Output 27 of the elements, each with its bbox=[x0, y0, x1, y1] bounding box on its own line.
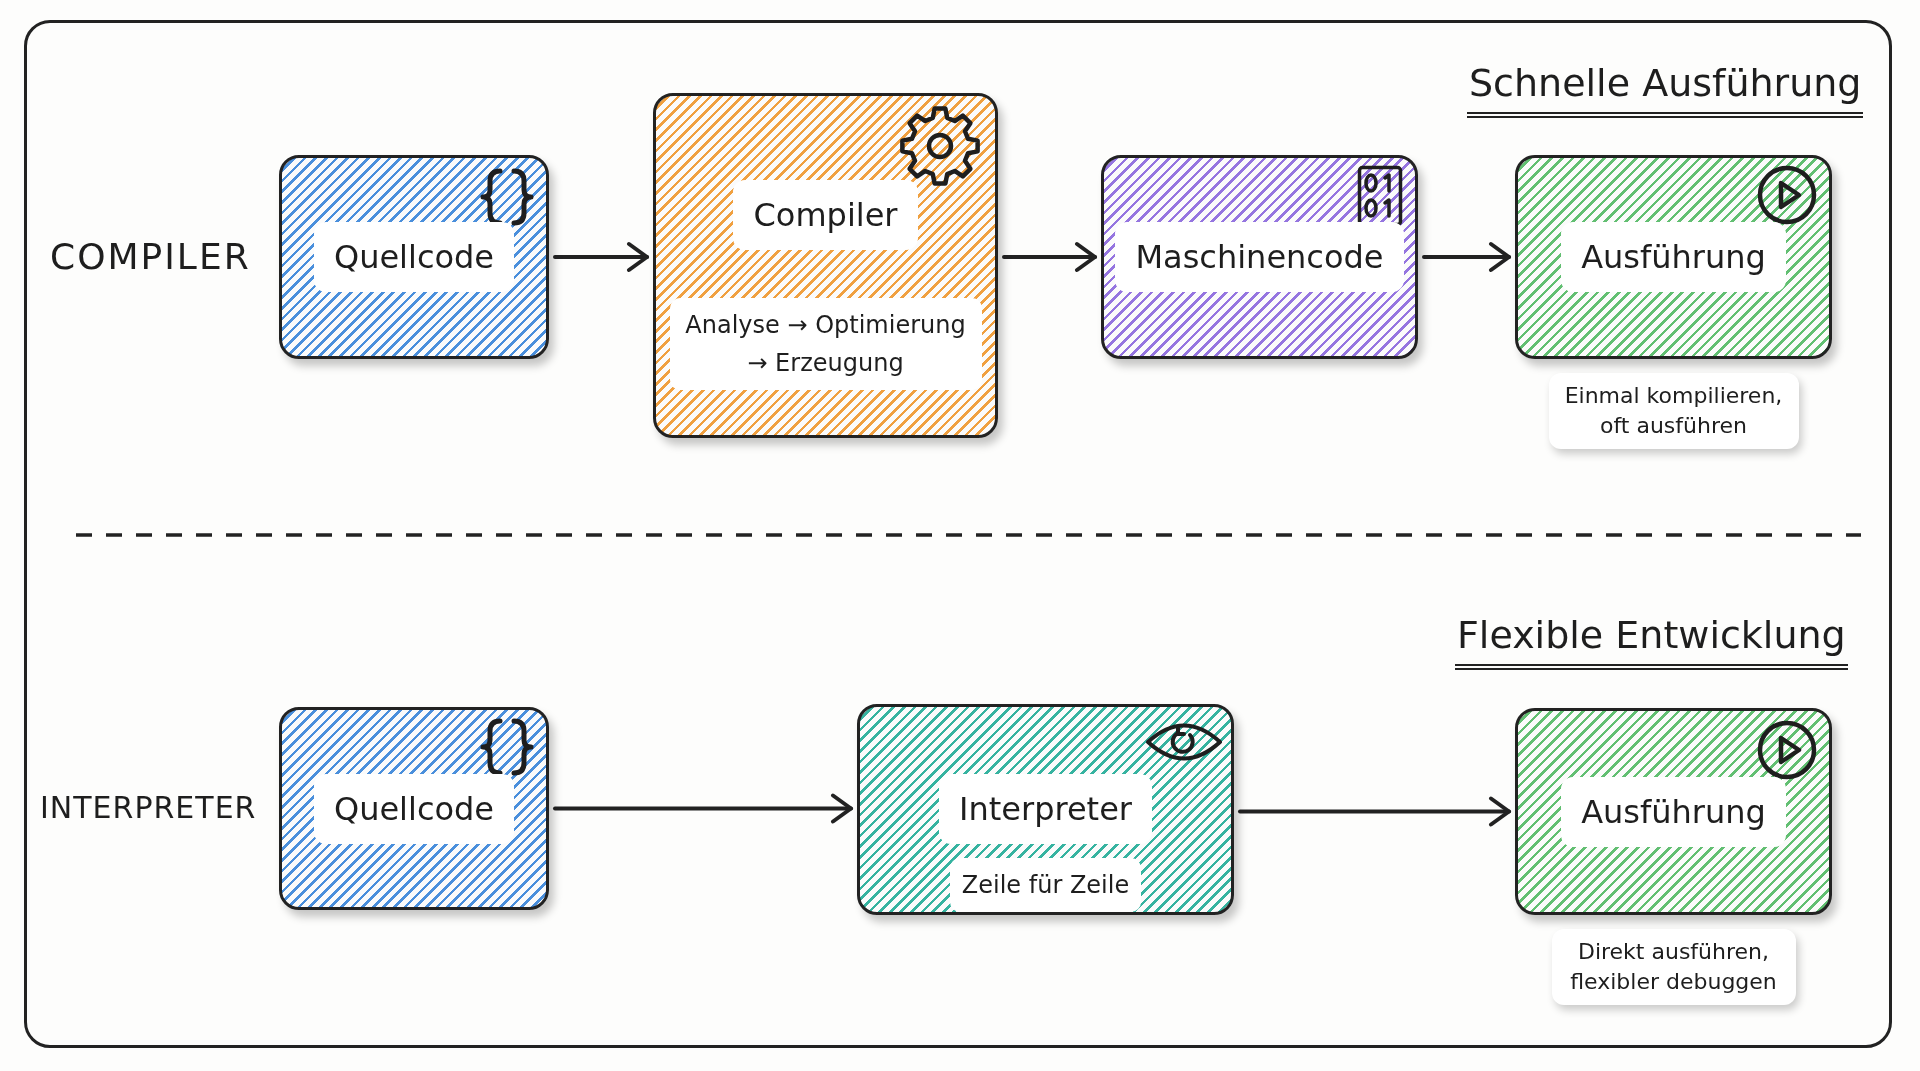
arrow bbox=[1002, 242, 1097, 272]
process-box bbox=[279, 155, 549, 359]
process-box bbox=[1515, 708, 1832, 915]
process-box bbox=[857, 704, 1234, 915]
process-box bbox=[1515, 155, 1832, 359]
node-subtitle: Zeile für Zeile bbox=[949, 858, 1142, 912]
node-title: Ausführung bbox=[1561, 222, 1786, 292]
caption-note: Direkt ausführen, flexibler debuggen bbox=[1551, 929, 1796, 1005]
process-box bbox=[653, 93, 998, 438]
arrow bbox=[1422, 242, 1511, 272]
section-heading: Flexible Entwicklung bbox=[1455, 612, 1848, 670]
node-title: Interpreter bbox=[939, 774, 1152, 844]
row-label: COMPILER bbox=[50, 235, 251, 279]
node-title: Maschinencode bbox=[1115, 222, 1404, 292]
section-heading: Schnelle Ausführung bbox=[1467, 60, 1864, 118]
arrow bbox=[553, 793, 853, 824]
node-title: Compiler bbox=[733, 180, 918, 250]
caption-note: Einmal kompilieren, oft ausführen bbox=[1548, 373, 1799, 449]
row-label: INTERPRETER bbox=[40, 790, 257, 826]
arrow bbox=[553, 242, 649, 272]
node-subtitle: Analyse → Optimierung → Erzeugung bbox=[669, 298, 982, 390]
arrow bbox=[1238, 796, 1511, 827]
node-title: Ausführung bbox=[1561, 776, 1786, 847]
process-box bbox=[1101, 155, 1418, 359]
node-title: Quellcode bbox=[313, 773, 515, 844]
process-box bbox=[279, 707, 549, 910]
node-title: Quellcode bbox=[313, 222, 515, 292]
